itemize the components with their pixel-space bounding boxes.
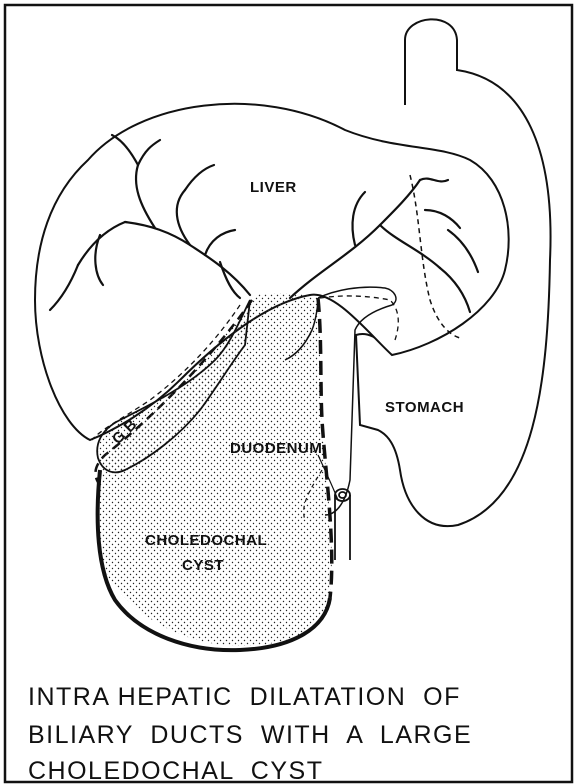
liver-label: LIVER (250, 179, 297, 196)
caption-line-3: CHOLEDOCHAL CYST (28, 757, 323, 784)
caption-line-2: BILIARY DUCTS WITH A LARGE (28, 721, 472, 749)
caption-line-1: INTRA HEPATIC DILATATION OF (28, 683, 461, 711)
duodenum-cut-end (335, 489, 350, 560)
cyst-label-line1: CHOLEDOCHAL (145, 532, 267, 549)
stomach-label: STOMACH (385, 399, 464, 416)
duodenum-label: DUODENUM (230, 440, 322, 457)
cyst-label-line2: CYST (182, 557, 224, 574)
